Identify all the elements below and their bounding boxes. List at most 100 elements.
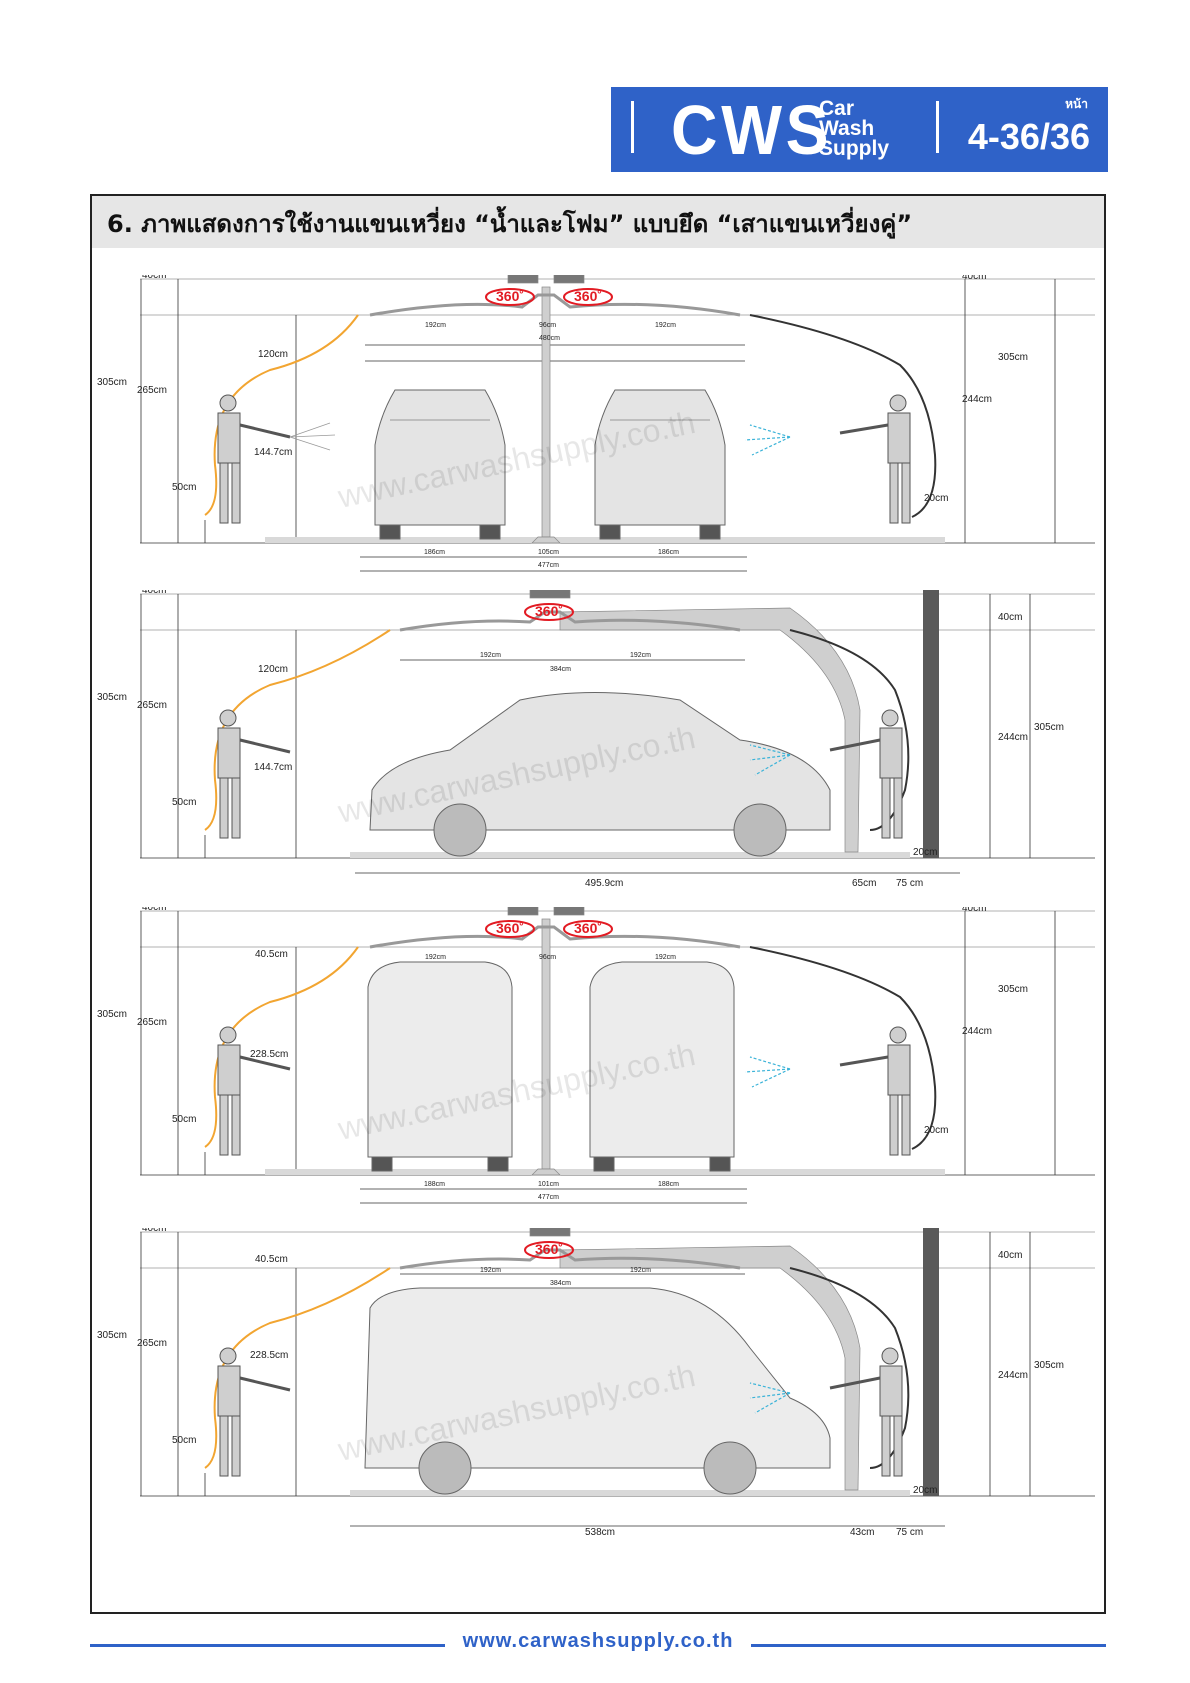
rotation-label: 360˚ <box>535 1241 563 1257</box>
worker-left <box>217 709 291 839</box>
dimension-label: 40cm <box>998 1250 1022 1261</box>
footer-rule <box>751 1644 1106 1647</box>
dimension-label: 40cm <box>998 612 1022 623</box>
diagram-panel-3: 360˚ 360˚ www.carwashsupply.co.th 40cm 3… <box>97 907 1095 1204</box>
dimension-label: 186cm <box>424 549 445 556</box>
dimension-label: 244cm <box>962 1026 992 1037</box>
worker-left <box>217 1026 291 1156</box>
diagram-panel-2: 360˚ www.carwashsupply.co.th 40cm 305cm … <box>97 590 1095 889</box>
worker-left <box>217 1347 291 1477</box>
dimension-label: 244cm <box>998 732 1028 743</box>
dimension-label: 480cm <box>539 335 560 342</box>
dimension-label: 144.7cm <box>254 447 292 458</box>
dimension-label: 40cm <box>962 907 986 914</box>
dimension-label: 305cm <box>97 1330 127 1341</box>
dimension-label: 305cm <box>1034 722 1064 733</box>
dimension-label: 20cm <box>913 1485 937 1496</box>
dimension-label: 305cm <box>1034 1360 1064 1371</box>
dimension-label: 96cm <box>539 322 556 329</box>
black-hose <box>749 946 937 1150</box>
foam-spray <box>749 1382 791 1414</box>
dimension-label: 50cm <box>172 482 196 493</box>
rotation-label: 360˚ <box>496 920 524 936</box>
worker-right <box>839 1026 911 1156</box>
dimension-label: 538cm <box>585 1527 615 1538</box>
dimension-label: 40cm <box>142 1228 166 1234</box>
dimension-label: 192cm <box>630 652 651 659</box>
cws-logo: CWS <box>671 91 833 169</box>
dimension-label: 192cm <box>425 954 446 961</box>
dimension-label: 495.9cm <box>585 878 623 889</box>
dimension-label: 20cm <box>924 1125 948 1136</box>
dimension-label: 305cm <box>97 692 127 703</box>
dimension-label: 192cm <box>655 322 676 329</box>
black-hose <box>749 314 937 518</box>
footer-rule <box>90 1644 445 1647</box>
dimension-label: 384cm <box>550 666 571 673</box>
dimension-label: 40.5cm <box>255 949 288 960</box>
center-column <box>369 907 741 1176</box>
dimension-label: 192cm <box>480 1267 501 1274</box>
footer: www.carwashsupply.co.th <box>90 1630 1106 1660</box>
dimension-label: 228.5cm <box>250 1350 288 1361</box>
dimension-label: 244cm <box>962 394 992 405</box>
dimension-label: 40.5cm <box>255 1254 288 1265</box>
wall-pillar <box>923 590 939 858</box>
swing-arm-bracket <box>399 1228 861 1491</box>
dimension-label: 20cm <box>913 847 937 858</box>
section-title-bar: 6. ภาพแสดงการใช้งานแขนเหวี่ยง “น้ำและโฟม… <box>92 196 1104 248</box>
sedan-rear-view <box>374 389 506 540</box>
dimension-label: 75 cm <box>896 878 923 889</box>
rotation-360-icon: 360˚ <box>524 603 574 621</box>
dimension-label: 265cm <box>137 1338 167 1349</box>
dimension-label: 305cm <box>998 352 1028 363</box>
dimension-label: 305cm <box>97 377 127 388</box>
water-spray <box>289 422 336 451</box>
diagram-panel-4: 360˚ www.carwashsupply.co.th 40cm 305cm … <box>97 1228 1095 1538</box>
brand-header: CWS Car Wash Supply หน้า 4-36/36 <box>611 87 1108 172</box>
worker-right <box>829 1347 903 1477</box>
sedan-rear-view <box>594 389 726 540</box>
dimension-label: 101cm <box>538 1181 559 1188</box>
dimension-label: 186cm <box>658 549 679 556</box>
dimension-label: 40cm <box>142 907 166 913</box>
rotation-label: 360˚ <box>574 288 602 304</box>
dimension-label: 96cm <box>539 954 556 961</box>
dimension-label: 188cm <box>658 1181 679 1188</box>
dimension-label: 50cm <box>172 1114 196 1125</box>
dimension-label: 265cm <box>137 1017 167 1028</box>
orange-hose <box>204 1267 391 1469</box>
dimension-label: 265cm <box>137 385 167 396</box>
floor <box>265 537 945 543</box>
orange-hose <box>204 946 359 1148</box>
dimension-label: 120cm <box>258 664 288 675</box>
page-number: 4-36/36 <box>967 116 1090 157</box>
worker-right <box>839 394 911 524</box>
dimension-label: 192cm <box>425 322 446 329</box>
worker-right <box>829 709 903 839</box>
dimension-label: 65cm <box>852 878 876 889</box>
rotation-label: 360˚ <box>535 603 563 619</box>
dimension-label: 228.5cm <box>250 1049 288 1060</box>
worker-left <box>217 394 291 524</box>
floor <box>265 1169 945 1175</box>
dimension-label: 265cm <box>137 700 167 711</box>
dimension-label: 43cm <box>850 1527 874 1538</box>
center-column <box>369 275 741 544</box>
dimension-label: 50cm <box>172 1435 196 1446</box>
sedan-side-view <box>369 692 831 857</box>
van-rear-view <box>589 961 735 1172</box>
rotation-360-icon: 360˚ 360˚ <box>485 920 613 938</box>
van-side-view <box>364 1287 831 1495</box>
website-link[interactable]: www.carwashsupply.co.th <box>462 1630 734 1652</box>
content-frame: 6. ภาพแสดงการใช้งานแขนเหวี่ยง “น้ำและโฟม… <box>90 194 1106 1614</box>
page-label: หน้า <box>1065 97 1088 111</box>
foam-spray <box>744 1056 791 1088</box>
floor <box>350 1490 910 1496</box>
section-title: 6. ภาพแสดงการใช้งานแขนเหวี่ยง “น้ำและโฟม… <box>107 210 913 238</box>
dimension-label: 40cm <box>142 275 166 281</box>
logo-subtitle: Car Wash Supply <box>819 97 890 160</box>
divider <box>631 101 634 153</box>
wall-pillar <box>923 1228 939 1496</box>
dimension-label: 188cm <box>424 1181 445 1188</box>
